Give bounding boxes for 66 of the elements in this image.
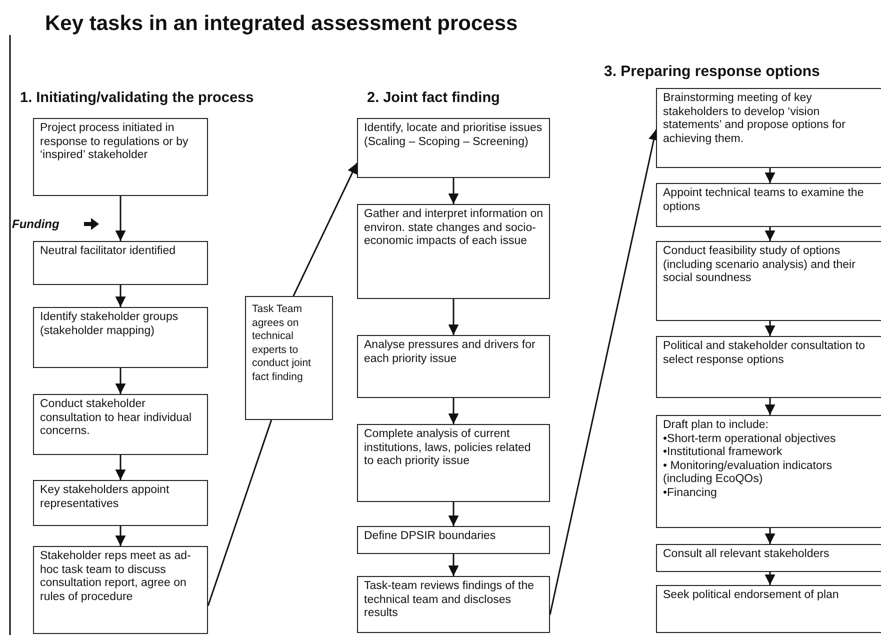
arrow — [115, 526, 126, 546]
process-box — [656, 544, 881, 572]
step-text: Brainstorming meeting of key stakeholders to develop ‘vision statements’ and propose options for achieving them. — [663, 92, 846, 146]
column-heading: 3. Preparing response options — [604, 63, 820, 80]
process-box — [357, 576, 550, 633]
step-text: Define DPSIR boundaries — [364, 530, 497, 544]
step-text: Analyse pressures and drivers for each priority issue — [364, 339, 536, 366]
step-text: Conduct stakeholder consultation to hear individual concerns. — [40, 398, 193, 439]
step-text: Identify, locate and prioritise issues (Scaling – Scoping – Screening) — [364, 122, 543, 150]
process-box — [656, 183, 881, 227]
column-heading: 1. Initiating/validating the process — [20, 90, 254, 106]
process-box — [33, 394, 208, 455]
process-box — [357, 424, 550, 502]
process-box — [33, 546, 208, 634]
step-text: Seek political endorsement of plan — [663, 589, 840, 603]
arrow — [292, 162, 358, 296]
arrow — [448, 299, 459, 335]
step-text: Project process initiated in response to regulations or by ‘inspired’ stakeholder — [40, 122, 190, 163]
arrow — [764, 227, 776, 241]
process-box — [33, 307, 208, 368]
process-box — [656, 585, 881, 633]
process-box — [656, 241, 881, 321]
column-heading: 2. Joint fact finding — [367, 90, 500, 106]
list-item: • Monitoring/evaluation indicators (including EcoQOs) — [663, 460, 833, 487]
arrow — [764, 321, 776, 336]
step-text: Draft plan to include: — [663, 419, 770, 433]
step-text: Consult all relevant stakeholders — [663, 548, 830, 562]
step-text: Key stakeholders appoint representatives — [40, 484, 170, 512]
process-box — [656, 336, 881, 398]
process-box — [33, 118, 208, 196]
arrow — [115, 285, 126, 307]
step-text: Appoint technical teams to examine the options — [663, 187, 865, 214]
arrow — [448, 398, 459, 424]
step-text: Task-team reviews findings of the technical team and discloses results — [364, 580, 536, 621]
arrow — [448, 554, 459, 576]
process-box — [33, 241, 208, 285]
step-text: Complete analysis of current institutions, laws, policies related to each priority issue — [364, 428, 532, 469]
list-item: •Institutional framework — [663, 446, 784, 460]
list-item: •Short-term operational objectives — [663, 432, 837, 446]
arrow — [115, 455, 126, 480]
process-box — [656, 88, 881, 168]
process-box — [357, 118, 550, 178]
process-box — [357, 204, 550, 299]
arrow — [764, 572, 776, 585]
step-text: Political and stakeholder consultation to select response options — [663, 340, 866, 368]
arrow — [115, 196, 126, 241]
process-box — [33, 480, 208, 526]
input-label: Funding — [12, 217, 60, 231]
step-text: Gather and interpret information on environ. state changes and socio-economic impacts of each issue — [364, 208, 543, 249]
step-text: Identify stakeholder groups (stakeholder mapping) — [40, 311, 180, 338]
step-text: Task Team agrees on technical experts to conduct joint fact finding — [252, 303, 312, 384]
arrow — [764, 168, 776, 183]
arrow — [115, 368, 126, 394]
arrow — [448, 178, 459, 204]
arrow — [764, 528, 776, 544]
arrow — [764, 398, 776, 415]
process-box — [245, 296, 333, 420]
process-box — [357, 526, 550, 554]
step-text: Stakeholder reps meet as ad-hoc task team to discuss consultation report, agree on rules of procedure — [40, 550, 192, 604]
diagram-title: Key tasks in an integrated assessment process — [45, 12, 518, 36]
arrow — [448, 502, 459, 526]
step-text: Neutral facilitator identified — [40, 245, 177, 259]
step-text: Conduct feasibility study of options (including scenario analysis) and their social soundness — [663, 245, 856, 286]
list-item: •Financing — [663, 486, 718, 501]
process-box — [357, 335, 550, 398]
process-box — [656, 415, 881, 528]
